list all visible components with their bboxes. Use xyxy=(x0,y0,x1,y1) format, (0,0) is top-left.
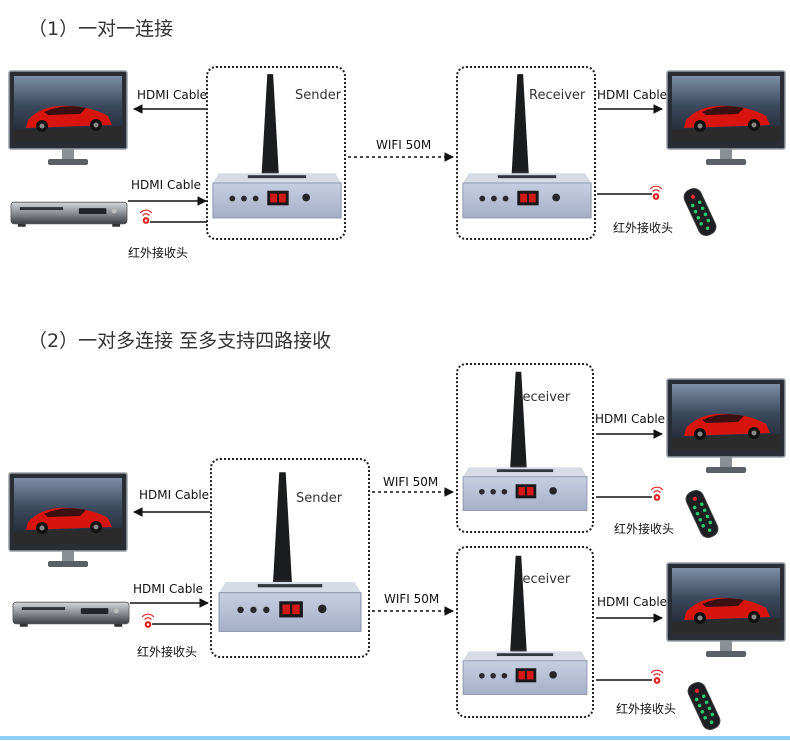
hdmi-cable-label: HDMI Cable xyxy=(597,595,668,609)
sender-device-icon xyxy=(218,471,362,632)
monitor-icon xyxy=(666,70,786,166)
sender-label: Sender xyxy=(296,491,343,506)
receiver-label: Receiver xyxy=(529,88,586,103)
hdmi-cable-label: HDMI Cable xyxy=(139,488,210,502)
ir-receiver-icon xyxy=(650,669,664,685)
monitor-icon xyxy=(666,378,786,474)
receiver-label: Receiver xyxy=(514,572,571,587)
sender-box xyxy=(210,458,370,658)
sender-box xyxy=(206,66,346,240)
receiver-box xyxy=(456,66,596,240)
hdmi-cable-label: HDMI Cable xyxy=(133,582,204,596)
monitor-icon xyxy=(8,472,128,568)
hdmi-cable-label: HDMI Cable xyxy=(595,412,666,426)
receiver-box xyxy=(456,546,594,718)
hdmi-cable-label: HDMI Cable xyxy=(137,88,208,102)
receiver-box xyxy=(456,363,594,533)
monitor-icon xyxy=(8,70,128,166)
wifi-label: WIFI 50M xyxy=(376,138,432,152)
wifi-label: WIFI 50M xyxy=(384,592,440,606)
ir-receiver-icon xyxy=(650,486,664,502)
sender-label: Sender xyxy=(295,88,342,103)
ir-receiver-label: 红外接收头 xyxy=(616,702,677,716)
receiver-device-icon xyxy=(462,73,592,219)
remote-control-icon xyxy=(680,185,720,239)
ir-receiver-label: 红外接收头 xyxy=(137,645,198,659)
hdmi-cable-label: HDMI Cable xyxy=(131,178,202,192)
sender-device-icon xyxy=(212,73,342,219)
remote-control-icon xyxy=(682,487,722,541)
ir-receiver-icon xyxy=(141,613,155,629)
hdmi-cable-label: HDMI Cable xyxy=(597,88,668,102)
monitor-icon xyxy=(666,562,786,658)
connector-lines xyxy=(130,429,663,681)
receiver-device-icon xyxy=(462,371,588,511)
wifi-label: WIFI 50M xyxy=(383,475,439,489)
section-title-one-to-many: （2）一对多连接 至多支持四路接收 xyxy=(28,330,332,352)
receiver-device-icon xyxy=(462,555,588,695)
ir-receiver-label: 红外接收头 xyxy=(613,221,674,235)
ir-receiver-icon xyxy=(649,185,663,201)
remote-control-icon xyxy=(684,679,724,733)
ir-receiver-label: 红外接收头 xyxy=(614,522,675,536)
connector-lines xyxy=(128,104,663,223)
section-title-one-to-one: （1）一对一连接 xyxy=(28,18,174,40)
receiver-label: Receiver xyxy=(514,390,571,405)
dvd-player-icon xyxy=(10,201,128,228)
ir-receiver-label: 红外接收头 xyxy=(128,246,189,260)
dvd-player-icon xyxy=(12,601,130,628)
bottom-rule xyxy=(0,736,790,740)
